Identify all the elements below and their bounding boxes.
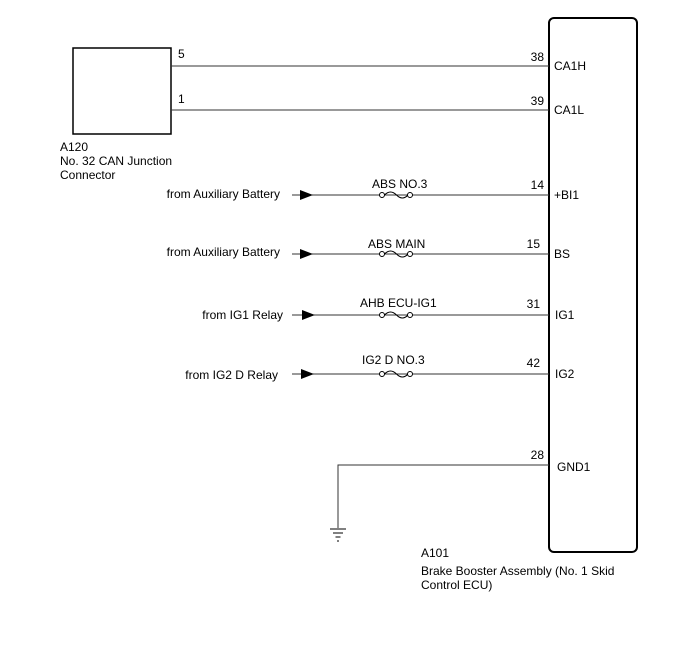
fuse-label-abs-main: ABS MAIN [368, 237, 425, 251]
ecu-terminal-ig2: IG2 [555, 367, 575, 381]
fuse-label-abs-no3: ABS NO.3 [372, 177, 428, 191]
ecu-pin-42: 42 [527, 356, 541, 370]
can-junction-connector-box [72, 47, 172, 135]
ecu-terminal-gnd1: GND1 [557, 460, 591, 474]
ecu-pin-39: 39 [531, 94, 545, 108]
source-label-ig2: from IG2 D Relay [185, 368, 278, 382]
source-label-ig1: from IG1 Relay [202, 308, 283, 322]
ecu-terminal-ig1: IG1 [555, 308, 575, 322]
ecu-pin-38: 38 [531, 50, 545, 64]
connector-name-line1: No. 32 CAN Junction [60, 154, 172, 168]
connector-name-line2: Connector [60, 168, 115, 182]
fuse-icon [379, 191, 413, 199]
ecu-pin-31: 31 [527, 297, 541, 311]
ecu-terminal-ca1l: CA1L [554, 103, 584, 117]
ecu-terminal-bs: BS [554, 247, 570, 261]
fuse-label-ahb-ecu-ig1: AHB ECU-IG1 [360, 296, 437, 310]
arrow-icon [300, 190, 313, 200]
arrow-icon [300, 249, 313, 259]
fuse-icon [379, 311, 413, 319]
fuse-label-ig2-d-no3: IG2 D NO.3 [362, 353, 425, 367]
ecu-id: A101 [421, 546, 449, 560]
ecu-terminal-bi1: +BI1 [554, 188, 579, 202]
fuse-icon [379, 250, 413, 258]
ecu-pin-14: 14 [531, 178, 545, 192]
brake-booster-ecu-box [548, 17, 638, 553]
ecu-pin-15: 15 [527, 237, 541, 251]
source-label-bs: from Auxiliary Battery [167, 245, 280, 259]
ecu-name-line2: Control ECU) [421, 578, 492, 592]
connector-pin-5: 5 [178, 47, 185, 61]
connector-id: A120 [60, 140, 88, 154]
arrow-icon [302, 310, 315, 320]
ecu-name-line1: Brake Booster Assembly (No. 1 Skid [421, 564, 614, 578]
fuse-icon [379, 370, 413, 378]
wire-gnd1 [337, 464, 549, 528]
ground-icon [330, 528, 346, 542]
arrow-icon [301, 369, 314, 379]
ecu-pin-28: 28 [531, 448, 545, 462]
source-label-bi1: from Auxiliary Battery [167, 187, 280, 201]
connector-pin-1: 1 [178, 92, 185, 106]
ecu-terminal-ca1h: CA1H [554, 59, 586, 73]
